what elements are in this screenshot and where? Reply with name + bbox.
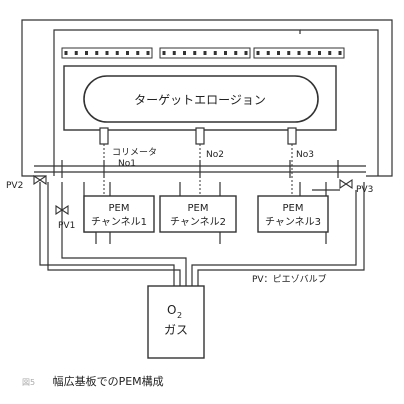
right-supply-pipe-2 [197,182,365,286]
magnet-dot [126,51,129,55]
o2-gas-cylinder [147,285,205,359]
collimator-3 [287,127,297,145]
target-erosion-track [83,75,319,123]
gas-label: ガス [164,323,188,337]
magnet-dot [338,51,342,55]
magnet-dot [115,51,119,55]
magnet-dot [162,51,166,55]
pv2-label: PV2 [6,181,23,191]
pem-channel-3: PEM チャンネル3 [257,195,329,233]
pem-channel-2: PEM チャンネル2 [159,195,237,233]
inner-pipe [53,29,301,176]
magnet-dot [136,51,140,55]
collimator-axes [103,144,293,196]
magnet-dot [244,51,248,55]
pv1-pipe [61,182,187,286]
magnet-dot [146,51,150,55]
magnet-rows [61,47,345,59]
figure-number: 図5 [22,378,36,387]
figure-caption-text: 幅広基板でのPEM構成 [52,375,164,388]
magnet-dot [203,51,207,55]
magnet-dot [183,51,186,55]
valve-pv2-icon [33,174,47,186]
magnet-dot [287,51,291,55]
magnet-dot [277,51,280,55]
magnet-dot [74,51,78,55]
target-label: ターゲットエロージョン [134,93,266,107]
magnet-dot [172,51,176,55]
pem3-line2: チャンネル3 [265,216,321,228]
left-supply-pipe-2 [47,182,181,286]
magnet-dot [328,51,332,55]
pem2-line2: チャンネル2 [170,216,226,228]
collimator-no3: No3 [296,150,314,160]
magnet-dot [193,51,197,55]
pem1-line2: チャンネル1 [91,216,147,228]
valve-pv3-icon [339,178,353,190]
figure-caption: 図5 幅広基板でのPEM構成 [22,373,164,389]
valve-pv1-icon [55,204,69,216]
magnet-dot [318,51,321,55]
magnet-dot [256,51,260,55]
magnet-dot [297,51,301,55]
pem1-line1: PEM [109,203,130,214]
collimator-no1: No1 [118,159,136,169]
collimator-1 [99,127,109,145]
pem3-line1: PEM [283,203,304,214]
pem-channel-1: PEM チャンネル1 [83,195,155,233]
magnet-dot [307,51,311,55]
right-supply-pipe [191,190,357,286]
gas-subscript: 2 [177,311,182,320]
legend: PV：ピエゾバルブ [252,273,327,285]
inner-pipe-right [300,29,379,176]
magnet-dot [266,51,270,55]
outer-pipe [21,19,393,177]
collimator-label: コリメータ [112,147,157,158]
collimator-no2: No2 [206,150,224,160]
pv3-label: PV3 [356,185,373,195]
pem2-line1: PEM [188,203,209,214]
left-supply-pipe [39,182,175,286]
magnet-dot [85,51,88,55]
magnet-dot [234,51,238,55]
gas-o: O [167,303,176,317]
magnet-dot [213,51,217,55]
magnet-dot [105,51,109,55]
magnet-dot [224,51,227,55]
magnet-dot [64,51,68,55]
pv1-label: PV1 [58,221,75,231]
magnet-dot [95,51,99,55]
collimator-2 [195,127,205,145]
